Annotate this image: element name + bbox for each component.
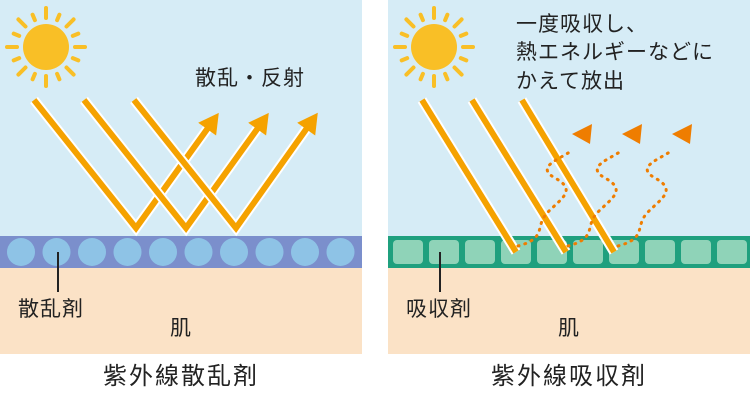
sun-ray <box>64 65 76 77</box>
sun-ray <box>452 17 464 29</box>
sun-ray <box>418 12 425 23</box>
absorbing-cell <box>429 240 459 264</box>
scattering-particle <box>149 238 177 266</box>
skin-layer <box>388 268 750 354</box>
sun-icon-right <box>393 6 475 88</box>
absorbing-cell <box>573 240 603 264</box>
scattering-particle <box>255 238 284 266</box>
incoming-uv-ray <box>469 98 569 254</box>
scattering-particle <box>7 238 35 266</box>
uv-absorbing-agent-caption: 紫外線吸収剤 <box>491 362 647 390</box>
arrowhead <box>297 112 318 136</box>
reflected-uv-ray <box>131 98 315 233</box>
emission-arrowhead <box>672 124 692 144</box>
sun-icon-left <box>5 6 87 88</box>
absorption-explanation-line-3: かえて放出 <box>516 68 625 93</box>
emission-arrowhead <box>622 124 642 144</box>
sun-ray <box>55 12 62 23</box>
absorbing-cell <box>645 240 675 264</box>
scattering-particle <box>326 238 355 266</box>
sun-ray <box>458 56 469 63</box>
absorption-panel <box>388 0 750 354</box>
absorbing-cell <box>681 240 711 264</box>
sun-ray <box>418 71 425 82</box>
sun-disc <box>411 24 457 70</box>
sun-ray <box>399 31 410 38</box>
skin-label-right: 肌 <box>558 316 580 340</box>
sun-ray <box>452 65 464 77</box>
sun-ray <box>64 17 76 29</box>
sun-ray <box>30 71 37 82</box>
sun-disc <box>23 24 69 70</box>
skin-label-left: 肌 <box>170 316 192 340</box>
reflected-uv-ray <box>81 98 266 233</box>
sun-ray <box>16 65 28 77</box>
scattering-particle <box>184 238 213 266</box>
absorbing-cell <box>393 240 423 264</box>
sun-ray <box>458 31 469 38</box>
sun-ray <box>55 71 62 82</box>
reflected-uv-ray <box>31 98 216 233</box>
sun-ray <box>404 17 416 29</box>
sun-ray <box>443 71 450 82</box>
sun-ray <box>30 12 37 23</box>
scattering-particle <box>291 238 319 266</box>
sun-ray <box>404 65 416 77</box>
absorbing-cell <box>717 240 747 264</box>
sun-ray <box>70 31 81 38</box>
emission-arrowhead <box>572 124 592 144</box>
scattering-agent-label: 散乱剤 <box>18 297 84 321</box>
scattering-particle <box>78 238 106 266</box>
scattering-particle <box>220 238 248 266</box>
scattering-particle <box>113 238 142 266</box>
incoming-uv-ray <box>519 98 617 254</box>
arrowhead <box>198 112 219 136</box>
absorption-explanation-line-2: 熱エネルギーなどに <box>516 40 714 65</box>
absorption-explanation: 一度吸収し、 熱エネルギーなどに かえて放出 <box>516 10 714 95</box>
incoming-uv-ray <box>419 98 519 254</box>
uv-scattering-agent-caption: 紫外線散乱剤 <box>103 362 259 390</box>
scattering-panel <box>0 0 362 354</box>
sun-ray <box>443 12 450 23</box>
absorbing-agent-label: 吸収剤 <box>406 297 472 321</box>
absorbing-cell <box>465 240 495 264</box>
sun-ray <box>70 56 81 63</box>
scattering-particle <box>42 238 71 266</box>
sun-ray <box>399 56 410 63</box>
sun-ray <box>11 31 22 38</box>
absorption-explanation-line-1: 一度吸収し、 <box>516 12 648 36</box>
skin-layer <box>0 268 362 354</box>
sun-ray <box>11 56 22 63</box>
arrowhead <box>248 112 269 136</box>
scatter-reflect-label: 散乱・反射 <box>195 66 305 90</box>
sun-ray <box>16 17 28 29</box>
